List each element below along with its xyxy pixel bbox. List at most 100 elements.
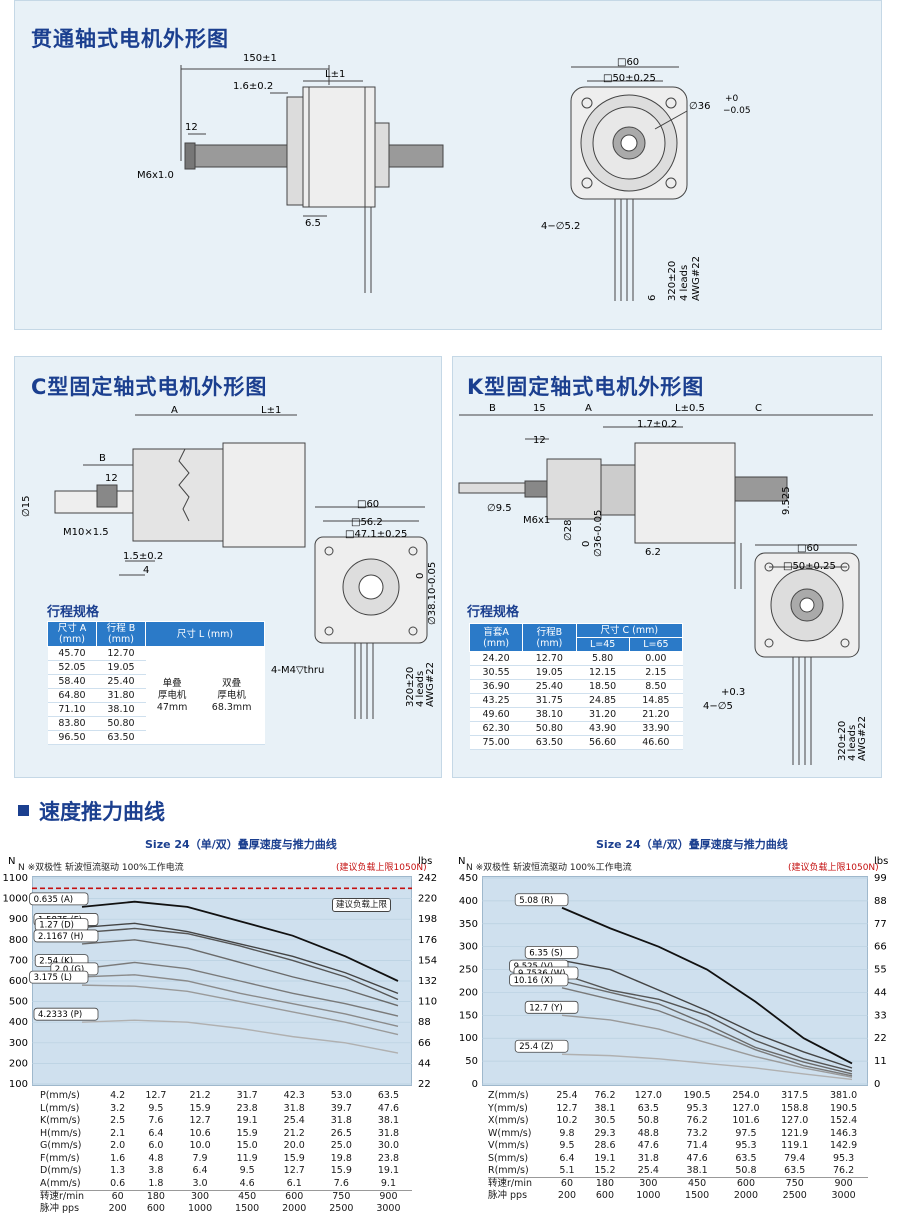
chart1-cell: 19.8 — [330, 1152, 352, 1164]
chart2-cell: 95.3 — [833, 1152, 855, 1164]
c-dim-flange: 1.5±0.2 — [123, 551, 163, 562]
chart1-series-label: 2.1167 (H) — [38, 932, 83, 942]
dim-boss: ∅36 — [689, 101, 710, 112]
chart1-cell: 1.6 — [110, 1152, 126, 1164]
c-dim-thread: M10×1.5 — [63, 527, 109, 538]
chart1-cell: 47.6 — [377, 1102, 400, 1114]
chart1-ytick: 400 — [9, 1017, 28, 1028]
c-dim-a: A — [171, 405, 178, 416]
chart1-cell: 53.0 — [330, 1090, 352, 1102]
chart2-cell: 25.4 — [556, 1090, 578, 1102]
chart1-title: Size 24（单/双）叠厚速度与推力曲线 — [145, 838, 337, 851]
chart2-cell: 121.9 — [781, 1127, 809, 1139]
chart1-y2tick: 242 — [418, 873, 437, 884]
chart2-cell: 63.5 — [735, 1152, 757, 1164]
c-spec-title: 行程规格 — [47, 605, 100, 620]
chart2-cell: 30.5 — [594, 1115, 616, 1127]
c-spec-single: 单叠 厚电机 47mm — [145, 646, 199, 745]
chart1-ytick: 700 — [9, 955, 28, 966]
k-dim-leads3: AWG#22 — [857, 716, 868, 761]
dim-thread-len: 12 — [185, 122, 198, 133]
k-spec-title: 行程规格 — [467, 605, 520, 620]
k-spec-header-c: 尺寸 C (mm) — [575, 623, 683, 638]
k-dim-thread-len: 12 — [533, 435, 546, 446]
chart2-row-label: 转速r/min — [488, 1177, 548, 1190]
through-front-drawing: □60 □50±0.25 ∅36 +0 −0.05 4−∅5.2 320±20 … — [541, 57, 751, 301]
c-spec-header-l: 尺寸 L (mm) — [145, 621, 265, 647]
chart2-cell: 142.9 — [829, 1140, 858, 1152]
chart2-row-label: Y(mm/s) — [488, 1102, 528, 1114]
chart1-cell: 15.9 — [283, 1152, 305, 1164]
chart1-right-note: (建议负载上限1050N) — [336, 863, 427, 873]
chart2-cell: 76.2 — [686, 1115, 708, 1127]
chart2-cell: 73.2 — [686, 1127, 708, 1139]
chart1-cell: 4.6 — [239, 1177, 255, 1189]
chart2-cell: 38.1 — [686, 1165, 708, 1176]
chart1-series-line — [81, 922, 399, 995]
chart1-cell: 200 — [108, 1202, 127, 1214]
chart2-cell: 119.1 — [781, 1140, 809, 1152]
chart2-left-note: N ※双极性 斩波恒流驱动 100%工作电流 — [466, 863, 632, 873]
chart2-series-label: 6.35 (S) — [529, 948, 563, 958]
dim-boss-tol-dn: −0.05 — [723, 106, 751, 116]
chart2-cell: 38.1 — [594, 1102, 616, 1114]
chart2-series-label-box — [524, 946, 579, 959]
chart1-cell: 7.6 — [148, 1115, 164, 1127]
chart2-cell: 19.1 — [594, 1152, 616, 1164]
chart2-cell: 600 — [595, 1190, 614, 1202]
dim-flange: 1.6±0.2 — [233, 81, 273, 92]
k-spec-sub-45: L=45 — [575, 637, 630, 652]
chart2-cell: 48.8 — [637, 1127, 659, 1139]
chart2-cell: 190.5 — [829, 1102, 858, 1114]
chart1-row-label: G(mm/s) — [40, 1140, 82, 1152]
chart1-cell: 26.5 — [330, 1127, 352, 1139]
chart2-cell: 158.8 — [781, 1102, 809, 1114]
c-spec-header-b: 行程 B (mm) — [95, 621, 147, 647]
chart1-cell: 180 — [135, 1189, 177, 1203]
through-shaft-panel: 贯通轴式电机外形图 150±1 L±1 1.6±0.2 12 M6x1.0 6.… — [14, 0, 882, 330]
chart1-cell: 15.9 — [189, 1102, 211, 1114]
c-dim-l: L±1 — [261, 405, 281, 416]
chart2-series-line — [561, 959, 853, 1069]
chart1-cell: 15.0 — [236, 1140, 258, 1152]
chart1-cell: 10.0 — [189, 1140, 211, 1152]
chart1-cell: 0.6 — [110, 1177, 126, 1189]
chart1-cell: 31.8 — [283, 1102, 305, 1114]
chart2-cell: 28.6 — [594, 1140, 616, 1152]
chart2-ytick: 450 — [459, 873, 478, 884]
chart2-ytick: 50 — [465, 1056, 478, 1067]
chart2-cell: 5.1 — [559, 1165, 575, 1176]
chart1-cell: 900 — [364, 1189, 412, 1203]
chart1-cell: 2500 — [329, 1202, 354, 1214]
chart2-ytick: 150 — [459, 1010, 478, 1021]
chart1-cell: 600 — [146, 1202, 165, 1214]
chart1-cell: 450 — [223, 1189, 271, 1203]
chart2-series-line — [561, 980, 853, 1075]
chart1-cell: 6.4 — [148, 1127, 164, 1139]
chart1-cell: 10.6 — [189, 1127, 211, 1139]
chart2-row-label: X(mm/s) — [488, 1115, 529, 1127]
chart1-cell: 7.6 — [333, 1177, 349, 1189]
dim-leads2: 4 leads — [679, 265, 690, 301]
chart2-series-line — [561, 987, 853, 1077]
chart1-cell: 15.9 — [236, 1127, 258, 1139]
c-dim-boss-a: 0 — [415, 573, 426, 579]
chart1-series-label: 4.2333 (P) — [38, 1010, 82, 1020]
k-spec-sub-65: L=65 — [628, 637, 684, 652]
chart2-cell: 9.5 — [559, 1140, 575, 1152]
c-dim-shaft-off: 4 — [143, 565, 149, 576]
through-shaft-title: 贯通轴式电机外形图 — [31, 27, 229, 51]
chart1-row-label: K(mm/s) — [40, 1115, 81, 1127]
chart2-cell: 146.3 — [829, 1127, 858, 1139]
